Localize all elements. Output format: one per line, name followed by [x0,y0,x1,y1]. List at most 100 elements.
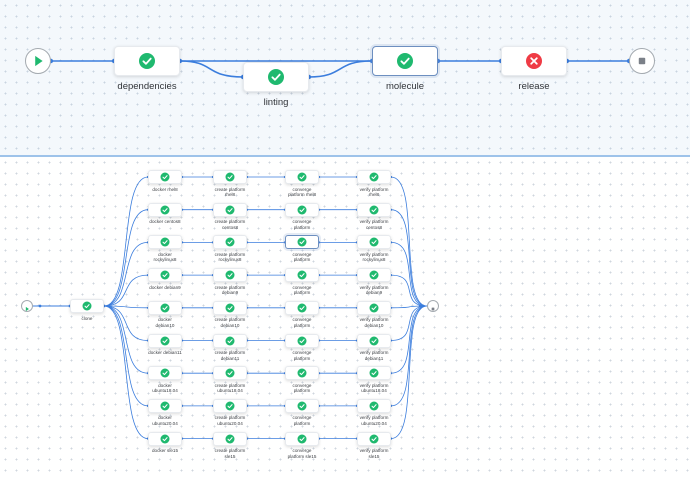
job-converge-2[interactable] [285,235,319,250]
check-icon [225,368,235,378]
job-converge-1[interactable] [285,202,319,217]
job-dependencies-label: dependencies [117,81,177,92]
job-verify-0[interactable] [357,170,391,184]
job-linting[interactable] [243,62,309,92]
job-docker-7[interactable] [148,398,182,413]
workflow-end-button[interactable] [629,48,655,74]
job-docker-1-label: docker centos8 [149,219,181,225]
job-create-6[interactable] [213,366,247,381]
job-docker-3-label: docker debian9 [149,284,181,290]
job-clone-label: clone [81,316,93,321]
job-verify-1-label: verify platform centos8 [359,219,389,230]
job-release[interactable] [501,46,567,76]
job-create-4-label: create platform debian10 [214,317,246,328]
job-verify-2-label: verify platform rockylinux8 [359,251,389,263]
job-verify-4[interactable] [357,300,391,315]
check-icon [160,237,170,247]
job-docker-6[interactable] [148,366,182,381]
job-verify-8-label: verify platform sle15 [359,448,389,459]
job-converge-3-label: converge platform [292,284,312,296]
job-docker-4[interactable] [148,300,182,315]
job-dependencies[interactable] [114,46,180,76]
job-create-3[interactable] [213,268,247,283]
workflow-start-button[interactable] [25,48,51,74]
check-icon [225,434,235,444]
check-icon [369,237,379,247]
job-converge-8[interactable] [285,431,319,446]
panel-divider [0,155,690,157]
check-icon [369,172,379,182]
job-verify-3-label: verify platform debian9 [359,284,389,296]
job-converge-5-label: converge platform [292,350,312,361]
check-icon [160,434,170,444]
check-icon [297,434,307,444]
job-converge-4-label: converge platform [292,317,312,328]
job-verify-1[interactable] [357,202,391,217]
check-icon [297,336,307,345]
job-create-0[interactable] [213,170,247,184]
job-docker-8[interactable] [148,431,182,446]
job-create-5[interactable] [213,333,247,348]
job-docker-4-label: docker debian10 [155,317,175,328]
job-converge-7-label: converge platform [292,415,312,426]
job-verify-5[interactable] [357,333,391,348]
check-icon [369,270,379,280]
job-create-3-label: create platform debian9 [214,284,246,296]
job-converge-6[interactable] [285,366,319,381]
job-converge-3[interactable] [285,268,319,283]
check-icon [225,336,235,345]
check-icon [225,172,235,182]
check-icon [225,303,235,313]
job-converge-7[interactable] [285,398,319,413]
check-icon [82,301,92,311]
job-create-4[interactable] [213,300,247,315]
job-docker-1[interactable] [148,202,182,217]
matrix-end-button[interactable] [427,300,439,312]
check-icon [369,205,379,215]
check-icon [369,303,379,313]
job-verify-0-label: verify platform rhel8 [359,186,389,198]
job-docker-3[interactable] [148,268,182,283]
job-create-1[interactable] [213,202,247,217]
job-create-2-label: create platform rockylinux8 [214,251,246,263]
job-docker-2[interactable] [148,235,182,250]
job-converge-5[interactable] [285,333,319,348]
check-icon [160,172,170,182]
matrix-start-button[interactable] [21,300,33,312]
job-converge-2-label: converge platform [292,251,312,263]
check-icon [225,401,235,411]
job-clone[interactable] [70,299,104,313]
job-molecule[interactable] [372,46,438,76]
check-icon [397,53,413,69]
job-converge-1-label: converge platform [292,219,312,230]
job-create-2[interactable] [213,235,247,250]
job-verify-6[interactable] [357,366,391,381]
job-docker-0[interactable] [148,170,182,184]
job-converge-0[interactable] [285,170,319,184]
x-icon [526,53,542,69]
job-release-label: release [518,81,550,92]
job-verify-8[interactable] [357,431,391,446]
job-docker-5[interactable] [148,333,182,348]
job-linting-label: linting [263,97,289,108]
check-icon [160,303,170,313]
job-verify-3[interactable] [357,268,391,283]
job-docker-6-label: docker ubuntu18.04 [152,382,178,394]
job-converge-8-label: converge platform sle15 [287,448,317,459]
job-create-8[interactable] [213,431,247,446]
job-verify-7[interactable] [357,398,391,413]
job-create-6-label: create platform ubuntu18.04 [214,382,246,394]
play-icon [26,49,50,73]
check-icon [225,237,235,247]
job-create-5-label: create platform debian11 [214,350,246,361]
job-docker-0-label: docker rhel8 [152,186,178,192]
check-icon [268,69,284,85]
check-icon [297,237,307,247]
job-create-8-label: create platform sle15 [214,448,246,459]
job-docker-5-label: docker debian11 [148,350,182,355]
job-verify-2[interactable] [357,235,391,250]
job-create-7[interactable] [213,398,247,413]
job-converge-4[interactable] [285,300,319,315]
